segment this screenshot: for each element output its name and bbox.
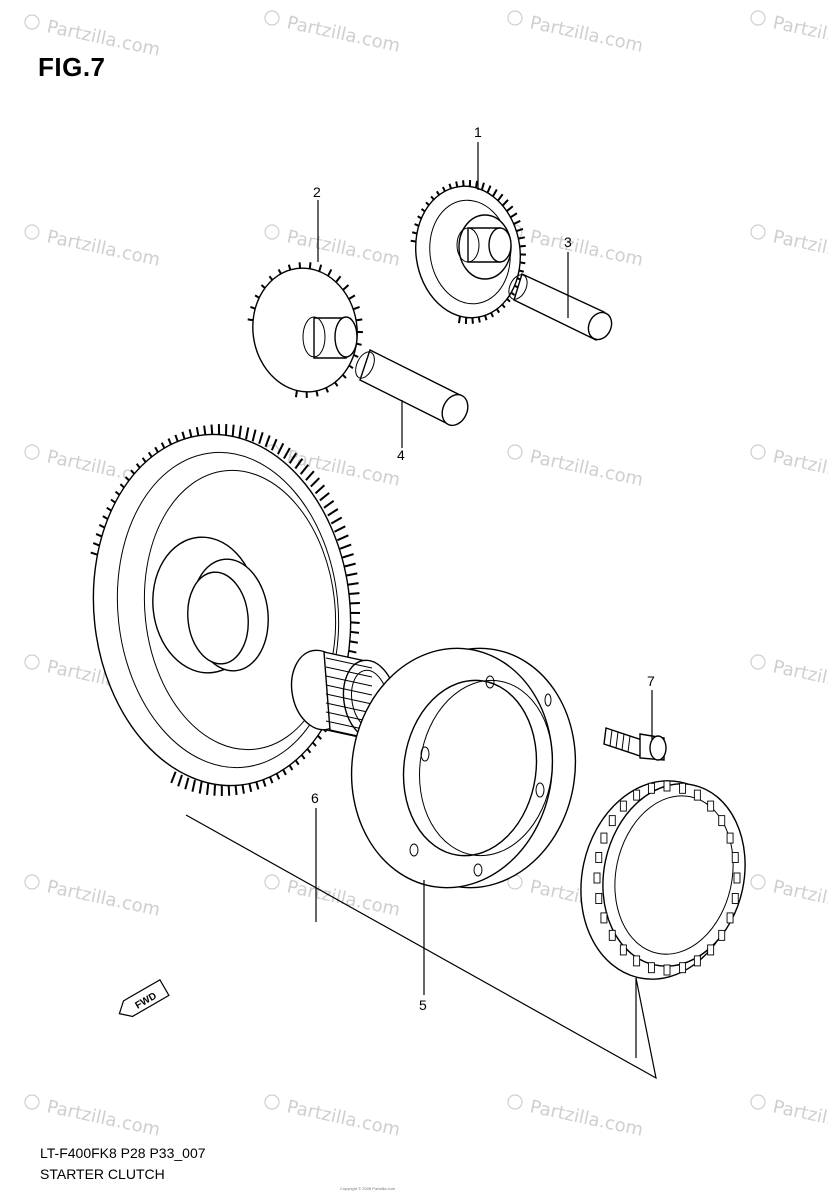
svg-text:Partzilla.com: Partzilla.com xyxy=(771,446,828,490)
watermark: Partzilla.com xyxy=(24,1094,162,1141)
watermark: Partzilla.com xyxy=(507,444,645,491)
callout-7: 7 xyxy=(647,673,655,689)
part-4-shaft xyxy=(355,349,469,427)
svg-text:Partzilla.com: Partzilla.com xyxy=(45,876,162,920)
watermark: Partzilla.com xyxy=(507,1094,645,1141)
figure-title: FIG.7 xyxy=(38,52,106,82)
callout-5: 5 xyxy=(419,997,427,1013)
leader-lines xyxy=(185,142,657,1080)
svg-text:Partzilla.com: Partzilla.com xyxy=(528,1096,645,1140)
svg-text:Partzilla.com: Partzilla.com xyxy=(285,876,402,920)
svg-text:Partzilla.com: Partzilla.com xyxy=(285,226,402,270)
watermark: Partzilla.com xyxy=(507,224,645,271)
svg-text:Partzilla.com: Partzilla.com xyxy=(285,1096,402,1140)
svg-text:Partzilla.com: Partzilla.com xyxy=(771,656,828,700)
watermark: Partzilla.com xyxy=(24,224,162,271)
part-5-one-way-clutch-housing xyxy=(350,647,577,889)
watermark: Partzilla.com xyxy=(264,1094,402,1141)
diagram-title: STARTER CLUTCH xyxy=(40,1166,165,1182)
watermark: Partzilla.com xyxy=(750,1094,828,1141)
svg-text:Partzilla.com: Partzilla.com xyxy=(528,226,645,270)
callout-3: 3 xyxy=(564,234,572,250)
part-7-bolt xyxy=(603,727,667,761)
svg-text:Partzilla.com: Partzilla.com xyxy=(771,1096,828,1140)
svg-text:Partzilla.com: Partzilla.com xyxy=(45,16,162,60)
part-3-shaft xyxy=(508,273,613,341)
callout-1: 1 xyxy=(474,124,482,140)
watermark: Partzilla.com xyxy=(24,874,162,921)
watermark: Partzilla.com xyxy=(264,10,402,57)
part-2-reduction-gear xyxy=(247,262,364,398)
svg-text:Partzilla.com: Partzilla.com xyxy=(528,12,645,56)
svg-text:Partzilla.com: Partzilla.com xyxy=(285,12,402,56)
callout-6: 6 xyxy=(311,790,319,806)
watermark: Partzilla.com xyxy=(750,874,828,921)
callout-2: 2 xyxy=(313,184,321,200)
watermark: Partzilla.com xyxy=(507,10,645,57)
sprag-elements xyxy=(593,780,741,976)
svg-text:Partzilla.com: Partzilla.com xyxy=(528,446,645,490)
watermark: Partzilla.com xyxy=(264,224,402,271)
part-1-idle-gear xyxy=(410,180,526,324)
diagram-code: LT-F400FK8 P28 P33_007 xyxy=(40,1145,206,1161)
watermark: Partzilla.com xyxy=(24,14,162,61)
fwd-arrow: FWD xyxy=(118,979,170,1018)
watermark: Partzilla.com xyxy=(750,224,828,271)
svg-text:Partzilla.com: Partzilla.com xyxy=(771,12,828,56)
watermark: Partzilla.com xyxy=(750,654,828,701)
one-way-clutch-sprag xyxy=(580,780,746,980)
svg-text:Partzilla.com: Partzilla.com xyxy=(771,226,828,270)
bolt-holes xyxy=(409,675,552,877)
watermark: Partzilla.com xyxy=(750,444,828,491)
callout-4: 4 xyxy=(397,447,405,463)
callout-labels: 1 2 3 4 5 6 7 xyxy=(311,124,655,1013)
svg-text:Partzilla.com: Partzilla.com xyxy=(45,226,162,270)
watermark: Partzilla.com xyxy=(750,10,828,57)
svg-text:Partzilla.com: Partzilla.com xyxy=(771,876,828,920)
copyright-text: Copyright © 2008 Partzilla.com xyxy=(340,1186,396,1191)
svg-text:Partzilla.com: Partzilla.com xyxy=(45,1096,162,1140)
